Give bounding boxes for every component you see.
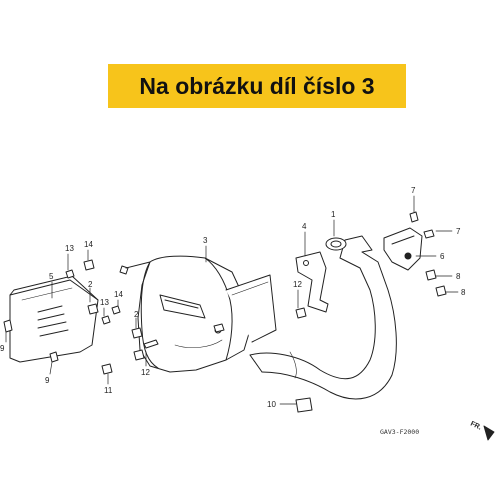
part-number-banner: Na obrázku díl číslo 3 (108, 64, 406, 108)
callout-13b: 13 (100, 298, 109, 307)
diagram-code: GAV3-F2000 (380, 428, 419, 436)
callout-3: 3 (203, 236, 208, 245)
exhaust-pipe (249, 235, 397, 400)
heat-shield (9, 275, 99, 363)
callout-8b: 8 (461, 288, 466, 297)
gasket (325, 237, 347, 251)
callout-12a: 12 (293, 280, 302, 289)
callout-4: 4 (302, 222, 307, 231)
fasteners (3, 211, 447, 413)
callout-13a: 13 (65, 244, 74, 253)
callout-9a: 9 (0, 344, 5, 353)
front-direction-indicator: FR. (469, 420, 495, 441)
callout-6: 6 (440, 252, 445, 261)
muffler-body (119, 255, 277, 373)
callout-14b: 14 (114, 290, 123, 299)
callout-2b: 2 (134, 310, 139, 319)
callout-7a: 7 (411, 186, 416, 195)
callout-5: 5 (49, 272, 54, 281)
callout-14a: 14 (84, 240, 93, 249)
front-arrow-icon (483, 425, 495, 441)
callout-2a: 2 (88, 280, 93, 289)
pipe-protector (383, 227, 423, 271)
callout-11: 11 (104, 386, 113, 395)
callout-8a: 8 (456, 272, 461, 281)
front-label: FR. (469, 420, 482, 431)
banner-text: Na obrázku díl číslo 3 (139, 72, 375, 99)
callout-12b: 12 (141, 368, 150, 377)
callout-7b: 7 (456, 227, 461, 236)
callout-9b: 9 (45, 376, 50, 385)
leader-lines (5, 195, 459, 405)
mounting-bracket (295, 251, 329, 313)
callout-labels: 1 2 2 3 4 5 6 7 7 8 8 9 9 10 11 12 12 13… (0, 186, 466, 409)
callout-1: 1 (331, 210, 336, 219)
callout-10: 10 (267, 400, 276, 409)
